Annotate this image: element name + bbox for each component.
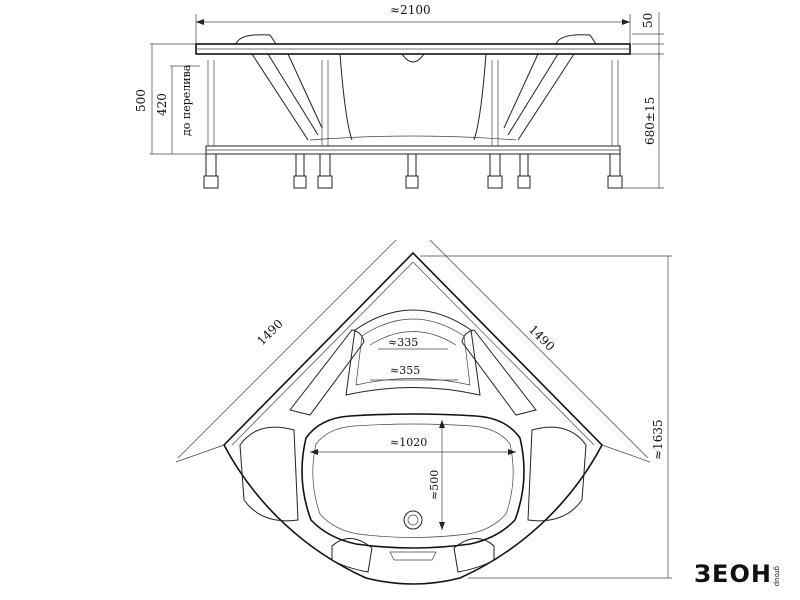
side-right-dimension: 1490 — [526, 322, 557, 353]
headrest-355-dimension: ≈355 — [390, 364, 420, 377]
inner-width-dimension: ≈1020 — [390, 436, 427, 449]
brand-logo: ЗЕОН — [694, 560, 772, 588]
inner-depth-dimension: ≈500 — [428, 470, 441, 500]
side-view: ≈2100 50 — [134, 3, 664, 189]
height-420-dimension: 420 — [155, 93, 169, 116]
rim-thickness-dimension: 50 — [641, 13, 655, 28]
plan-view: 1490 1490 ≈1635 ≈335 ≈355 ≈1020 — [175, 239, 672, 585]
brand-logo-sub: group — [773, 566, 781, 587]
diagonal-dimension: ≈1635 — [651, 419, 665, 460]
drain-icon — [403, 510, 423, 530]
side-left-dimension: 1490 — [254, 317, 285, 348]
headrest-335-dimension: ≈335 — [388, 336, 418, 349]
width-dimension: ≈2100 — [390, 3, 431, 17]
leg-height-dimension: 680±15 — [643, 97, 657, 145]
height-500-dimension: 500 — [134, 89, 148, 112]
overflow-label: до перелива — [180, 64, 193, 136]
